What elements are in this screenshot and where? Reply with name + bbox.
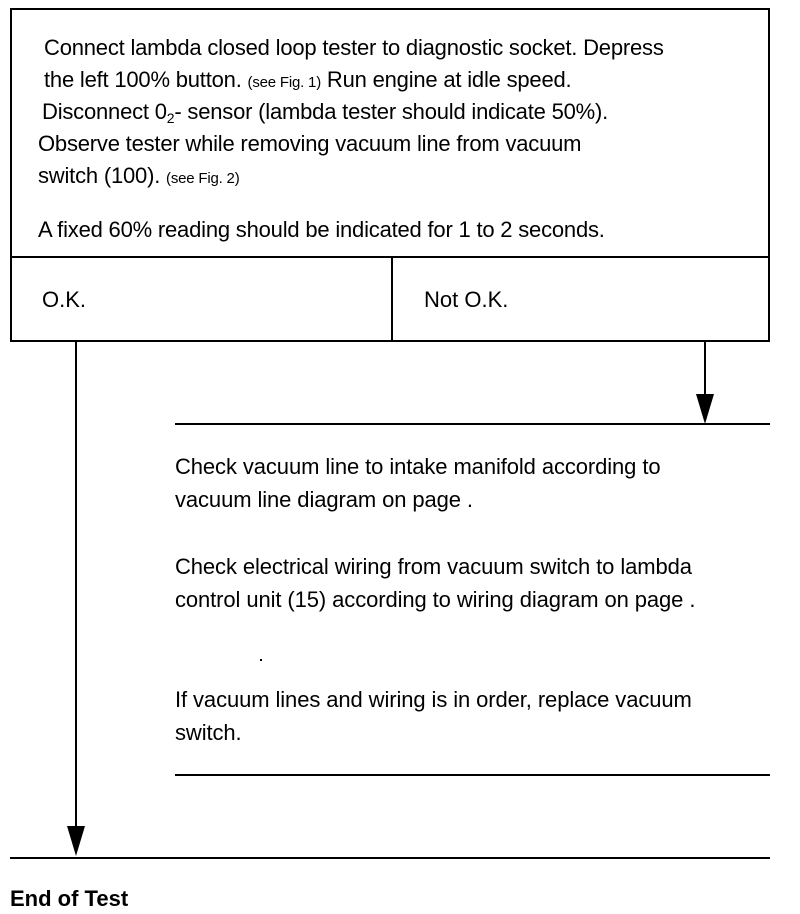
action-block-bottom-rule	[175, 774, 770, 776]
instruction-text: Run engine at idle speed.	[321, 67, 572, 92]
not-ok-arrow-icon	[696, 394, 714, 424]
figure-reference: (see Fig. 2)	[166, 170, 240, 187]
instruction-line-2: the left 100% button. (see Fig. 1) Run e…	[44, 64, 572, 99]
instruction-line-3: Disconnect 02- sensor (lambda tester sho…	[42, 96, 608, 134]
outcome-row	[10, 256, 770, 342]
instruction-text: the left 100% button.	[44, 67, 248, 92]
action-text: switch.	[175, 720, 242, 745]
not-ok-path-line	[704, 342, 706, 398]
figure-reference: (see Fig. 1)	[247, 74, 322, 91]
end-of-test-label: End of Test	[10, 886, 129, 911]
outcome-divider	[391, 258, 393, 340]
action-item-vacuum-line: Check vacuum line to intake manifold acc…	[175, 450, 661, 516]
instruction-text: switch (100).	[38, 163, 167, 188]
action-text: vacuum line diagram on page .	[175, 487, 473, 512]
action-item-replace-switch: If vacuum lines and wiring is in order, …	[175, 683, 692, 749]
instruction-text: - sensor (lambda tester should indicate …	[174, 99, 609, 124]
action-text: control unit (15) according to wiring di…	[175, 587, 696, 612]
instruction-line-4: Observe tester while removing vacuum lin…	[38, 128, 581, 160]
action-text: Check vacuum line to intake manifold acc…	[175, 454, 661, 479]
stray-mark	[260, 659, 262, 661]
instruction-text: Disconnect 0	[42, 99, 167, 124]
action-block-top-rule	[175, 423, 770, 425]
action-item-electrical-wiring: Check electrical wiring from vacuum swit…	[175, 550, 695, 616]
ok-arrow-icon	[67, 826, 85, 856]
not-ok-label: Not O.K.	[424, 287, 509, 312]
ok-path-line	[75, 342, 77, 832]
instruction-text: Connect lambda closed loop tester to dia…	[44, 35, 664, 60]
instruction-line-1: Connect lambda closed loop tester to dia…	[44, 32, 664, 64]
subscript: 2	[166, 110, 175, 126]
end-rule	[10, 857, 770, 859]
action-text: If vacuum lines and wiring is in order, …	[175, 687, 692, 712]
instruction-text: Observe tester while removing vacuum lin…	[38, 131, 582, 156]
action-text: Check electrical wiring from vacuum swit…	[175, 554, 692, 579]
ok-label: O.K.	[42, 287, 87, 312]
instruction-line-5: switch (100). (see Fig. 2)	[38, 160, 240, 195]
expected-result: A fixed 60% reading should be indicated …	[38, 214, 605, 246]
expected-result-text: A fixed 60% reading should be indicated …	[38, 217, 605, 242]
